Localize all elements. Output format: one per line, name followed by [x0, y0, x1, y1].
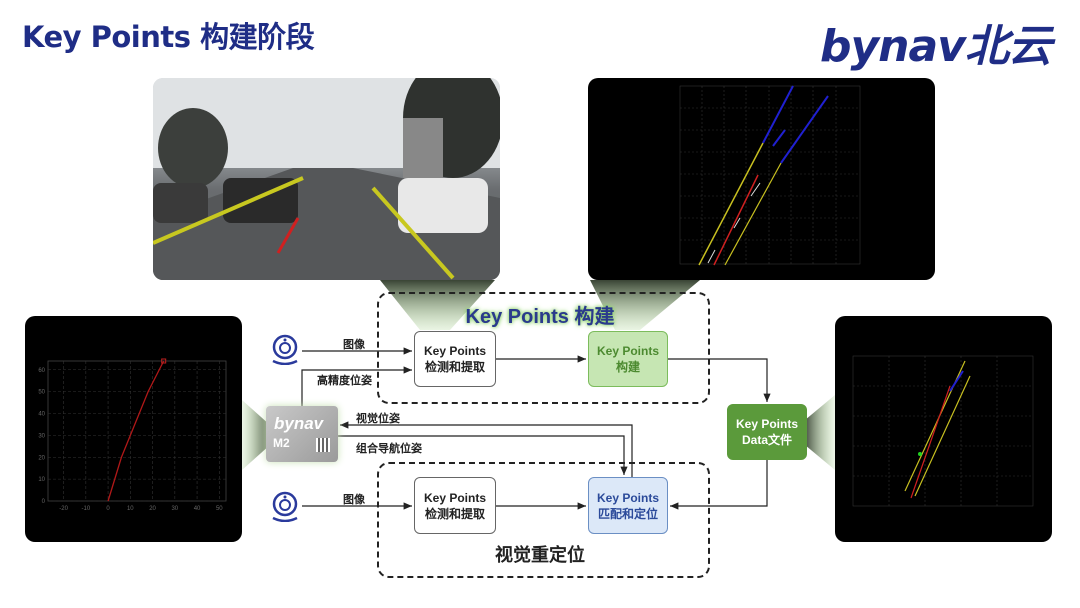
box-line: Key Points	[596, 490, 659, 505]
y-tick-label: 40	[38, 412, 45, 418]
x-tick-label: 40	[194, 506, 201, 512]
box-line: 匹配和定位	[597, 506, 658, 521]
y-tick-label: 0	[42, 499, 46, 505]
x-tick-label: -20	[59, 506, 68, 512]
x-tick-label: 20	[149, 506, 156, 512]
y-tick-label: 30	[38, 433, 45, 439]
box-line: 构建	[615, 360, 640, 374]
camera-icon	[272, 334, 298, 365]
relocalization-section	[377, 462, 710, 578]
visual-pose-label: 视觉位姿	[356, 413, 400, 425]
build-section-title: Key Points 构建	[465, 306, 615, 328]
x-tick-label: 10	[127, 506, 134, 512]
box-line: Data文件	[741, 433, 792, 447]
box-line: Key Points	[423, 490, 486, 505]
build-section	[377, 292, 710, 404]
chip-brand: bynav	[274, 414, 324, 433]
qr-code-icon	[316, 438, 330, 452]
build-detect-box: Key Points 检测和提取	[414, 331, 496, 387]
plot-frame	[47, 360, 227, 502]
ins-pose-label: 组合导航位姿	[356, 443, 422, 455]
box-line: Key Points	[596, 344, 659, 358]
relocalization-title: 视觉重定位	[495, 545, 585, 565]
trajectory-end-marker	[161, 358, 167, 364]
x-tick-label: -10	[81, 506, 90, 512]
page-title: Key Points 构建阶段	[22, 20, 315, 54]
image-label: 图像	[343, 494, 365, 506]
relocalization-plot	[835, 316, 1052, 542]
camera-icon	[272, 491, 298, 522]
y-tick-label: 10	[38, 477, 45, 483]
y-tick-label: 20	[38, 455, 45, 461]
x-tick-label: 30	[171, 506, 178, 512]
camera-image	[153, 78, 500, 280]
image-label: 图像	[343, 339, 365, 351]
build-box: Key Points 构建	[588, 331, 668, 387]
pose-label: 高精度位姿	[317, 375, 372, 387]
chip-model: M2	[273, 436, 290, 450]
m2-module-image: bynav M2	[266, 406, 338, 462]
road-scene-image	[153, 78, 500, 280]
x-tick-label: 50	[216, 506, 223, 512]
box-line: Key Points	[735, 417, 798, 431]
y-tick-label: 60	[38, 368, 45, 374]
box-line: Key Points	[423, 344, 486, 358]
box-line: 检测和提取	[424, 360, 485, 374]
bynav-logo: bynav北云	[820, 21, 1052, 72]
x-tick-label: 0	[106, 506, 110, 512]
keypoints-map-plot	[588, 78, 935, 280]
box-line: 检测和提取	[424, 506, 485, 521]
y-tick-label: 50	[38, 390, 45, 396]
trajectory-line	[107, 360, 165, 502]
trajectory-plot: -20 -10 0 10 20 30 40 50 0 10 20 30 40 50 60	[25, 316, 242, 542]
